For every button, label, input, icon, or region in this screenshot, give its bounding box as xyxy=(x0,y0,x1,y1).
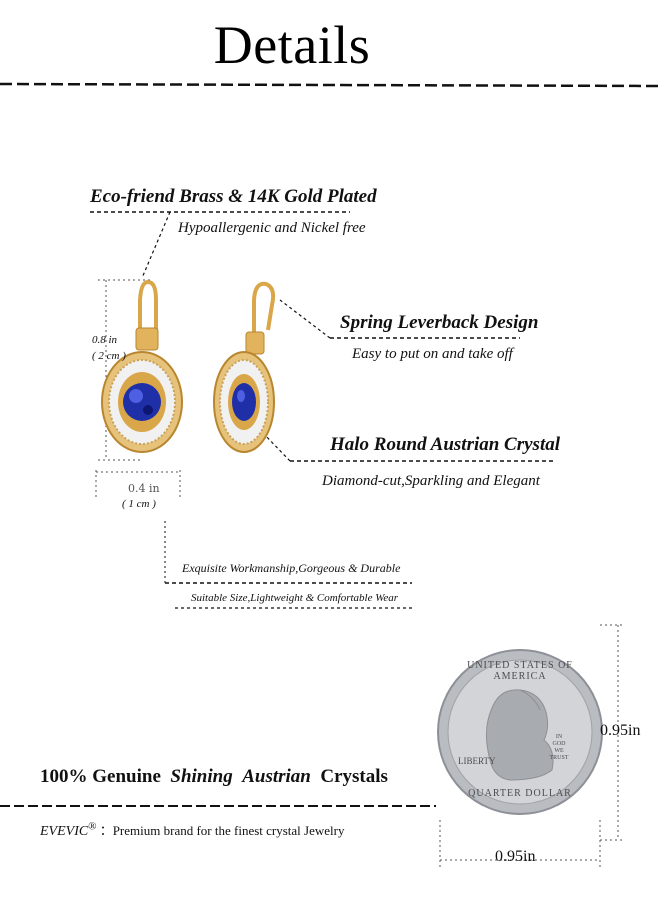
feature-design-sub: Easy to put on and take off xyxy=(352,346,513,362)
earring-side xyxy=(213,281,276,453)
brand-name: EVEVIC xyxy=(40,824,89,839)
tagline: 100% Genuine Shining Austrian Crystals xyxy=(40,766,388,787)
feature-crystal-sub: Diamond-cut,Sparkling and Elegant xyxy=(322,473,540,489)
coin-inscription-bottom: QUARTER DOLLAR xyxy=(468,788,572,799)
design-leader xyxy=(279,299,331,339)
crystal-leader xyxy=(261,431,291,462)
brand-line: EVEVIC® ：Premium brand for the finest cr… xyxy=(40,820,345,839)
coin-width-label: 0.95in xyxy=(495,848,536,865)
width-label-cm: ( 1 cm ) xyxy=(122,498,156,510)
feature-work-sub: Suitable Size,Lightweight & Comfortable … xyxy=(191,592,399,604)
earring-front xyxy=(101,279,183,453)
coin-liberty: LIBERTY xyxy=(458,756,496,766)
coin-inscription-top: UNITED STATES OF AMERICA xyxy=(467,660,573,682)
page-title: Details xyxy=(213,15,371,75)
width-label-in: 0.4 in xyxy=(128,482,160,495)
feature-material-sub: Hypoallergenic and Nickel free xyxy=(178,220,366,236)
quarter-coin xyxy=(437,649,603,815)
feature-material: Eco-friend Brass & 14K Gold Plated xyxy=(90,186,377,207)
height-label-cm: ( 2 cm ) xyxy=(92,350,126,362)
coin-height-label: 0.95in xyxy=(600,722,641,739)
feature-work: Exquisite Workmanship,Gorgeous & Durable xyxy=(182,561,401,575)
feature-crystal: Halo Round Austrian Crystal xyxy=(330,434,561,455)
coin-motto: IN GOD WE TRUST xyxy=(549,734,569,761)
height-label-in: 0.8 in xyxy=(92,334,118,346)
feature-design: Spring Leverback Design xyxy=(340,312,539,333)
title-divider xyxy=(0,82,660,88)
material-leader xyxy=(141,211,171,279)
